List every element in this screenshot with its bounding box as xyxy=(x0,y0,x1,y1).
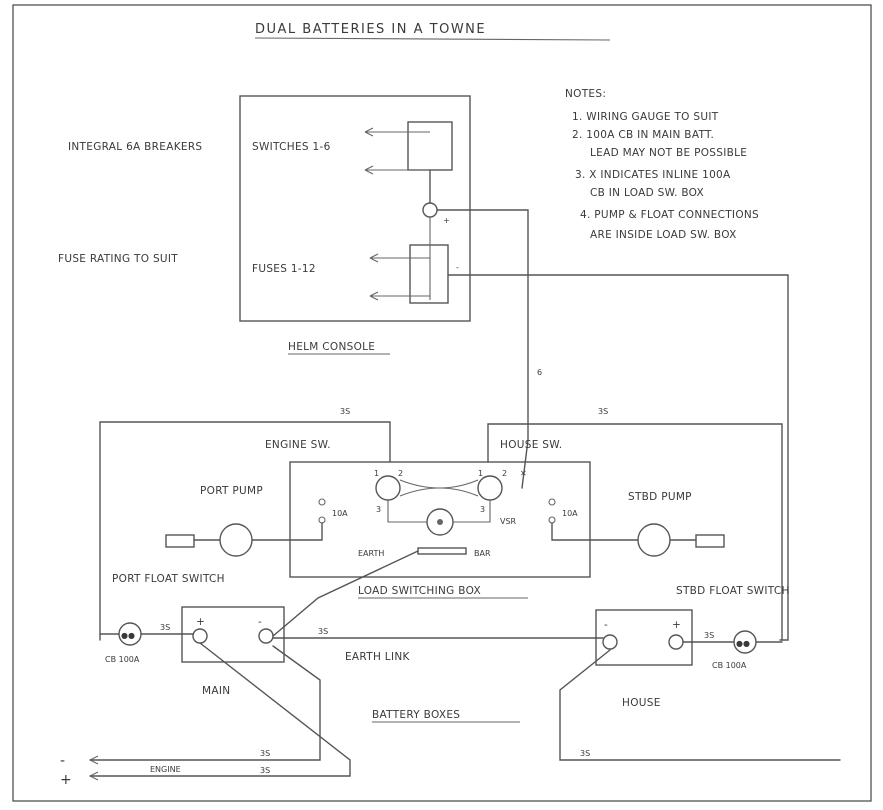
stbd-pump-feed xyxy=(551,522,639,541)
house-battery-label: HOUSE xyxy=(622,697,661,709)
helm-console-caption: HELM CONSOLE xyxy=(288,341,375,353)
note-line-7: ARE INSIDE LOAD SW. BOX xyxy=(590,229,737,241)
port-fuse-top xyxy=(318,498,326,506)
note-line-5: CB IN LOAD SW. BOX xyxy=(590,187,704,199)
switches-label: SWITCHES 1-6 xyxy=(252,141,331,153)
vsr-label: VSR xyxy=(500,517,517,526)
house-cb-contacts: ●● xyxy=(736,639,750,648)
vsr-right-wire xyxy=(453,500,491,523)
notes-block: NOTES: 1. WIRING GAUGE TO SUIT 2. 100A C… xyxy=(565,88,759,241)
earth-link-label: EARTH LINK xyxy=(345,651,410,663)
wire-label-3s-main: 3S xyxy=(160,623,170,632)
load-switching-box: 3S 3S ENGINE SW. HOUSE SW. 1 2 3 1 2 3 V… xyxy=(99,407,783,641)
helm-minus-sign: - xyxy=(456,263,459,272)
wire-label-3s-house-neg: 3S xyxy=(580,749,590,758)
note-line-1: 1. WIRING GAUGE TO SUIT xyxy=(572,111,719,123)
main-to-earth-bar xyxy=(272,550,419,637)
house-terminal-3: 3 xyxy=(480,505,485,514)
load-box-caption: LOAD SWITCHING BOX xyxy=(358,585,481,597)
title-underline xyxy=(254,37,611,41)
port-float-switch xyxy=(165,534,195,548)
engine-switch-label: ENGINE SW. xyxy=(265,439,331,451)
helm-positive-feed xyxy=(436,209,529,489)
port-pump-feed xyxy=(251,522,323,541)
engine-terminal-1: 1 xyxy=(374,469,379,478)
house-plus: + xyxy=(672,619,681,631)
note-line-3: LEAD MAY NOT BE POSSIBLE xyxy=(590,147,747,159)
breakers-label: INTEGRAL 6A BREAKERS xyxy=(68,141,202,153)
fuses-label: FUSES 1-12 xyxy=(252,263,316,275)
house-switch-frame xyxy=(487,423,783,641)
switch-cross-link xyxy=(399,479,479,497)
stbd-float-label: STBD FLOAT SWITCH xyxy=(676,585,790,597)
house-terminal-1: 1 xyxy=(478,469,483,478)
helm-console: SWITCHES 1-6 FUSES 1-12 + - HELM CONSOLE xyxy=(239,95,471,355)
house-minus: - xyxy=(604,619,608,631)
fuse-arrows xyxy=(369,253,379,301)
main-cb-label: CB 100A xyxy=(105,655,140,664)
port-float-label: PORT FLOAT SWITCH xyxy=(112,573,225,585)
house-terminal-2: 2 xyxy=(502,469,507,478)
wire-label-3s-bottom1: 3S xyxy=(260,749,270,758)
notes-heading: NOTES: xyxy=(565,88,606,100)
battery-boxes: + - MAIN - + HOUSE ●● CB 100A 3S ●● CB 1… xyxy=(99,550,783,723)
wire-label-3s-left: 3S xyxy=(340,407,350,416)
wire-label-6: 6 xyxy=(537,368,542,377)
engine-terminal-2: 2 xyxy=(398,469,403,478)
engine-negative-lead xyxy=(89,645,321,761)
helm-console-box xyxy=(239,95,471,322)
stbd-pump-label: STBD PUMP xyxy=(628,491,692,503)
bar-label: BAR xyxy=(474,549,491,558)
engine-positive-lead xyxy=(89,642,351,777)
engine-terminal-3: 3 xyxy=(376,505,381,514)
port-fuse-label: 10A xyxy=(332,509,348,518)
diagram-title: DUAL BATTERIES IN A TOWNE xyxy=(255,22,486,37)
house-negative-post xyxy=(602,634,618,650)
engine-minus: - xyxy=(60,753,65,769)
load-box-outline xyxy=(289,461,591,578)
note-line-2: 2. 100A CB IN MAIN BATT. xyxy=(572,129,714,141)
vsr-left-wire xyxy=(387,500,427,523)
wire-label-3s-right: 3S xyxy=(598,407,608,416)
engine-lead-arrows xyxy=(89,755,99,781)
battery-boxes-caption: BATTERY BOXES xyxy=(372,709,460,721)
wire-label-3s-main-neg: 3S xyxy=(318,627,328,636)
main-cb-contacts: ●● xyxy=(121,631,135,640)
engine-plus: + xyxy=(60,772,72,788)
main-battery-label: MAIN xyxy=(202,685,230,697)
house-cb-label: CB 100A xyxy=(712,661,747,670)
page-border xyxy=(12,4,872,802)
helm-negative-feed xyxy=(447,274,789,641)
port-pump-label: PORT PUMP xyxy=(200,485,263,497)
vsr-dot xyxy=(437,519,443,525)
engine-switch-frame xyxy=(99,421,391,641)
fuse-block xyxy=(409,244,449,304)
house-switch-label: HOUSE SW. xyxy=(500,439,562,451)
note-line-6: 4. PUMP & FLOAT CONNECTIONS xyxy=(580,209,759,221)
note-line-4: 3. X INDICATES INLINE 100A xyxy=(575,169,731,181)
inline-cb-marker: ✕ xyxy=(520,469,527,478)
main-minus: - xyxy=(258,616,262,628)
earth-label: EARTH xyxy=(358,549,384,558)
engine-label: ENGINE xyxy=(150,765,181,774)
stbd-fuse-top xyxy=(548,498,556,506)
wire-label-3s-house: 3S xyxy=(704,631,714,640)
main-plus: + xyxy=(196,616,205,628)
stbd-float-switch xyxy=(695,534,725,548)
switch-arrows xyxy=(364,127,374,175)
helm-plus-sign: + xyxy=(443,216,450,225)
house-negative-return xyxy=(559,649,841,761)
stbd-fuse-label: 10A xyxy=(562,509,578,518)
fuse-rating-label: FUSE RATING TO SUIT xyxy=(58,253,178,265)
wire-label-3s-bottom2: 3S xyxy=(260,766,270,775)
